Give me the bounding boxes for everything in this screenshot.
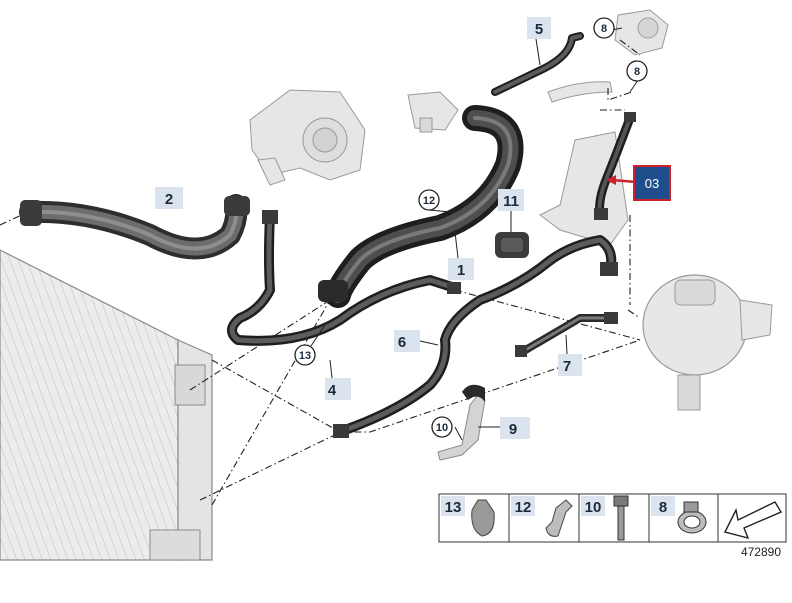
callout-4: 4 — [325, 378, 351, 400]
circle-12: 12 — [418, 189, 440, 211]
callout-5: 5 — [527, 17, 551, 39]
radiator — [0, 249, 213, 561]
bracket-9 — [437, 384, 486, 461]
thermostat-housing — [249, 89, 366, 186]
svg-text:2: 2 — [165, 191, 173, 208]
svg-text:11: 11 — [503, 193, 519, 210]
svg-text:6: 6 — [398, 334, 406, 351]
hose-5 — [491, 32, 584, 96]
electric-pump — [547, 9, 669, 103]
hose-2 — [19, 194, 250, 260]
callout-11: 11 — [498, 189, 524, 211]
svg-text:1: 1 — [457, 262, 465, 279]
direction-arrow-icon — [723, 501, 783, 540]
hose-4 — [227, 210, 461, 346]
clamp-11 — [495, 232, 529, 258]
legend-item-8: 8 — [651, 496, 707, 534]
svg-text:4: 4 — [328, 382, 337, 399]
svg-text:9: 9 — [509, 421, 517, 438]
callout-7: 7 — [558, 354, 582, 376]
callout-6: 6 — [394, 330, 420, 352]
svg-text:12: 12 — [515, 499, 532, 516]
hose-6 — [333, 235, 618, 438]
expansion-tank — [642, 274, 773, 411]
callout-leaders — [310, 27, 639, 441]
hose-03-highlighted — [594, 112, 636, 220]
svg-text:12: 12 — [423, 195, 435, 207]
svg-text:10: 10 — [436, 422, 448, 434]
highlight-callout-03: 03 — [606, 165, 671, 201]
coolant-valve — [407, 91, 459, 133]
svg-text:8: 8 — [659, 499, 667, 516]
svg-text:13: 13 — [299, 350, 311, 362]
svg-text:5: 5 — [535, 21, 543, 38]
callout-1: 1 — [448, 258, 474, 280]
legend-item-10: 10 — [581, 495, 629, 541]
hose-7 — [515, 312, 618, 357]
circle-13: 13 — [294, 344, 316, 366]
svg-text:8: 8 — [634, 66, 640, 78]
diagram-reference-number: 472890 — [741, 545, 781, 559]
hose-1 — [318, 105, 524, 308]
circle-8-mid: 8 — [626, 60, 648, 82]
hose-clamp-icon — [471, 499, 495, 537]
circle-8-top: 8 — [593, 17, 615, 39]
circle-10: 10 — [431, 416, 453, 438]
callout-2: 2 — [155, 187, 183, 209]
legend-panel: 13 12 10 8 — [438, 493, 787, 543]
clamp-ring-icon — [677, 501, 707, 534]
callout-9: 9 — [500, 417, 530, 439]
spring-clip-icon — [545, 499, 573, 537]
legend-item-12: 12 — [511, 496, 573, 537]
legend-item-13: 13 — [441, 496, 495, 537]
svg-text:03: 03 — [645, 176, 659, 191]
svg-text:8: 8 — [601, 23, 607, 35]
bolt-icon — [613, 495, 629, 541]
svg-text:10: 10 — [585, 499, 602, 516]
svg-text:13: 13 — [445, 499, 462, 516]
svg-text:7: 7 — [563, 358, 571, 375]
